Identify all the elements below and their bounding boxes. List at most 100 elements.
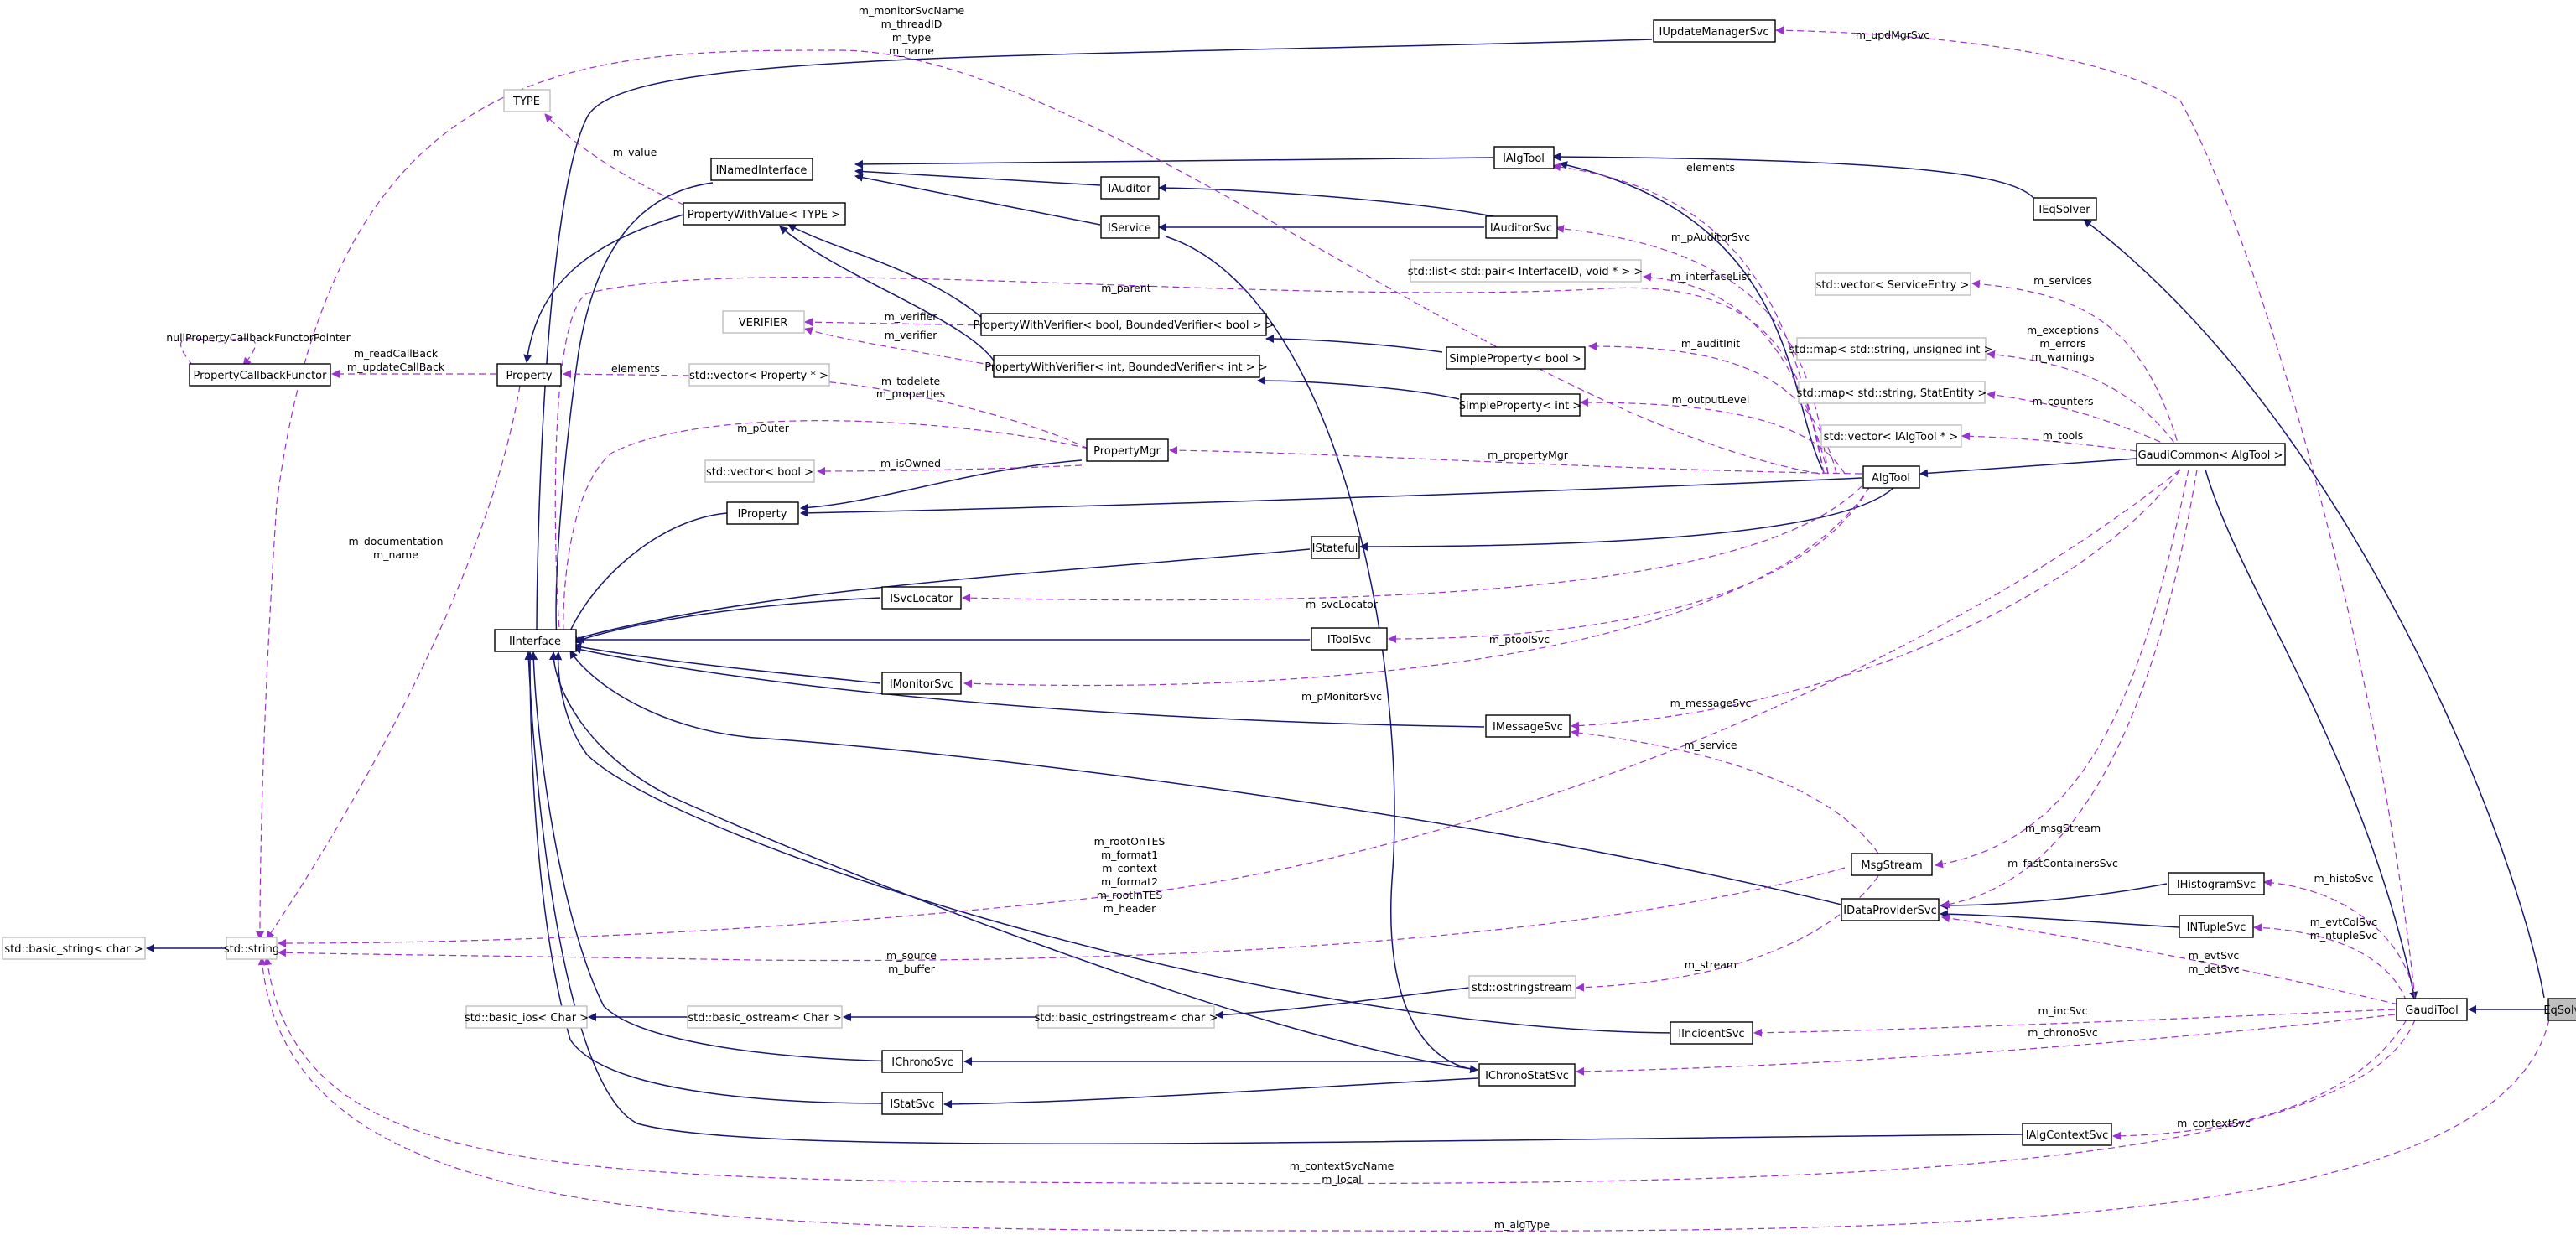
- edge-inh-istateful-iinterface: [569, 548, 1311, 643]
- node-pwv-int[interactable]: PropertyWithVerifier< int, BoundedVerifi…: [984, 355, 1268, 378]
- node-vector-ialgtool[interactable]: std::vector< IAlgTool * >: [1820, 424, 1962, 448]
- edge-use-gaudicommon-msgstream: [1935, 469, 2189, 869]
- node-ieqsolver[interactable]: IEqSolver: [2033, 197, 2097, 221]
- node-itoolsvc[interactable]: IToolSvc: [1311, 627, 1388, 651]
- edge-use-gauditool-ialgcontextsvc: [2112, 1019, 2407, 1140]
- edge-inh-iservice-inamedinterface: [854, 173, 1101, 226]
- node-map-unsigned[interactable]: std::map< std::string, unsigned int >: [1789, 337, 1993, 361]
- node-label: IStatSvc: [890, 1098, 934, 1111]
- node-basic-ostream[interactable]: std::basic_ostream< Char >: [687, 1005, 843, 1029]
- node-gaudicommon[interactable]: GaudiCommon< AlgTool >: [2136, 443, 2286, 466]
- node-label: IAlgContextSvc: [2026, 1129, 2109, 1142]
- node-msgstream[interactable]: MsgStream: [1851, 853, 1933, 876]
- node-istatsvc[interactable]: IStatSvc: [881, 1092, 943, 1115]
- node-ostringstream[interactable]: std::ostringstream: [1468, 975, 1576, 999]
- edge-inh-inamedinterface-iinterface: [552, 182, 714, 640]
- edge-label: m_outputLevel: [1672, 393, 1750, 406]
- node-propertycallbackfunctor[interactable]: PropertyCallbackFunctor: [189, 363, 331, 387]
- node-istateful[interactable]: IStateful: [1311, 536, 1360, 559]
- node-intuplesvc[interactable]: INTupleSvc: [2179, 915, 2254, 938]
- node-gauditool[interactable]: GaudiTool: [2396, 998, 2468, 1021]
- node-basic-string[interactable]: std::basic_string< char >: [2, 937, 146, 960]
- node-label: Property: [506, 370, 552, 382]
- node-iauditor[interactable]: IAuditor: [1100, 176, 1160, 200]
- edge-inh-imonitorsvc-iinterface: [573, 642, 881, 684]
- node-imessagesvc[interactable]: IMessageSvc: [1485, 714, 1571, 738]
- edge-inh-iincidentsvc-iinterface: [553, 651, 1678, 1034]
- edge-use-pwvbool-verifier: [804, 318, 986, 327]
- inheritance-edges: [146, 39, 2547, 1144]
- node-iproperty[interactable]: IProperty: [726, 501, 799, 525]
- edge-use-msgstream-ostringstream: [1576, 875, 1879, 992]
- node-list-pair[interactable]: std::list< std::pair< InterfaceID, void …: [1408, 259, 1644, 283]
- edge-use-algtool-isvclocator: [962, 485, 1862, 603]
- edge-use-algtool-propertymgr: [1169, 446, 1862, 475]
- node-map-statentity[interactable]: std::map< std::string, StatEntity >: [1797, 381, 1987, 404]
- node-label: std::basic_ostringstream< char >: [1035, 1012, 1218, 1025]
- edge-label: m_errors: [2039, 337, 2085, 350]
- node-propertymgr[interactable]: PropertyMgr: [1086, 438, 1169, 462]
- edge-label: m_format1: [1101, 848, 1158, 861]
- node-label: VERIFIER: [739, 317, 788, 330]
- edge-use-gaudicommon-vectorialgtool: [1961, 432, 2137, 452]
- node-ichronosvc[interactable]: IChronoSvc: [881, 1050, 963, 1073]
- node-imonitorsvc[interactable]: IMonitorSvc: [881, 672, 962, 695]
- edge-label: m_detSvc: [2188, 963, 2239, 975]
- node-basic-ios[interactable]: std::basic_ios< Char >: [465, 1005, 589, 1029]
- edge-label: elements: [611, 362, 660, 375]
- edge-inh-ialgtool-inamedinterface: [854, 157, 1493, 169]
- edge-use-propertymgr-vectorbool: [817, 464, 1083, 475]
- node-simpleproperty-int[interactable]: SimpleProperty< int >: [1459, 393, 1581, 417]
- node-label: PropertyWithVerifier< bool, BoundedVerif…: [973, 319, 1274, 332]
- node-label: std::vector< Property * >: [689, 370, 828, 382]
- node-std-string[interactable]: std::string: [224, 937, 279, 960]
- edge-label: m_todelete: [881, 375, 941, 387]
- edge-use-gauditool-intuplesvc: [2253, 923, 2407, 1003]
- node-ialgtool[interactable]: IAlgTool: [1493, 146, 1555, 169]
- node-iservice[interactable]: IService: [1100, 215, 1160, 239]
- node-iinterface[interactable]: IInterface: [494, 629, 577, 652]
- node-vector-propertyptr[interactable]: std::vector< Property * >: [688, 363, 830, 387]
- node-iauditorsvc[interactable]: IAuditorSvc: [1485, 215, 1558, 239]
- node-property[interactable]: Property: [496, 363, 562, 387]
- node-eqsolver[interactable]: EqSolver: [2543, 998, 2576, 1021]
- node-label: IHistogramSvc: [2177, 879, 2256, 891]
- edge-label: m_monitorSvcName: [859, 4, 965, 17]
- edge-label: m_pMonitorSvc: [1301, 690, 1382, 703]
- edge-label: m_exceptions: [2027, 324, 2099, 336]
- node-ichronostatsvc[interactable]: IChronoStatSvc: [1478, 1063, 1576, 1087]
- node-iupdatemanagersvc[interactable]: IUpdateManagerSvc: [1653, 19, 1776, 43]
- edge-inh-isvclocator-iinterface: [573, 597, 881, 644]
- edge-use-algtool-iinterface-parent: [554, 277, 1825, 640]
- node-basic-ostringstream[interactable]: std::basic_ostringstream< char >: [1035, 1005, 1218, 1029]
- node-propertywithvalue[interactable]: PropertyWithValue< TYPE >: [683, 202, 846, 226]
- node-idataprovidersvc[interactable]: IDataProviderSvc: [1841, 898, 1940, 921]
- node-label: std::list< std::pair< InterfaceID, void …: [1408, 266, 1644, 278]
- node-ihistogramsvc[interactable]: IHistogramSvc: [2168, 872, 2265, 895]
- edge-label: m_updMgrSvc: [1856, 29, 1929, 41]
- edge-label: m_type: [892, 31, 932, 44]
- edge-label: m_warnings: [2032, 350, 2095, 363]
- node-iincidentsvc[interactable]: IIncidentSvc: [1670, 1021, 1753, 1045]
- edge-use-gaudicommon-mapstatentity: [1987, 391, 2181, 452]
- node-ialgcontextsvc[interactable]: IAlgContextSvc: [2022, 1123, 2112, 1146]
- edge-inh-propertywithvalue-property: [523, 214, 684, 363]
- edge-inh-iauditor-inamedinterface: [854, 167, 1101, 186]
- node-type[interactable]: TYPE: [503, 89, 551, 112]
- edge-label: elements: [1686, 161, 1735, 174]
- node-algtool[interactable]: AlgTool: [1862, 465, 1920, 489]
- node-vector-serviceentry[interactable]: std::vector< ServiceEntry >: [1815, 272, 1971, 296]
- edge-label: m_name: [889, 44, 934, 57]
- node-pwv-bool[interactable]: PropertyWithVerifier< bool, BoundedVerif…: [973, 313, 1275, 336]
- edge-label: m_context: [1102, 862, 1157, 874]
- node-vector-bool[interactable]: std::vector< bool >: [704, 459, 815, 483]
- edge-label: m_rootOnTES: [1094, 835, 1166, 848]
- node-label: MsgStream: [1861, 859, 1922, 872]
- edge-inh-simplepropertyint-pwvint: [1257, 376, 1460, 400]
- node-isvclocator[interactable]: ISvcLocator: [881, 586, 962, 610]
- node-inamedinterface[interactable]: INamedInterface: [710, 158, 813, 181]
- node-simpleproperty-bool[interactable]: SimpleProperty< bool >: [1446, 346, 1586, 370]
- node-verifier[interactable]: VERIFIER: [722, 310, 805, 334]
- edge-inh-ihistogramsvc-idataprovidersvc: [1940, 883, 2168, 910]
